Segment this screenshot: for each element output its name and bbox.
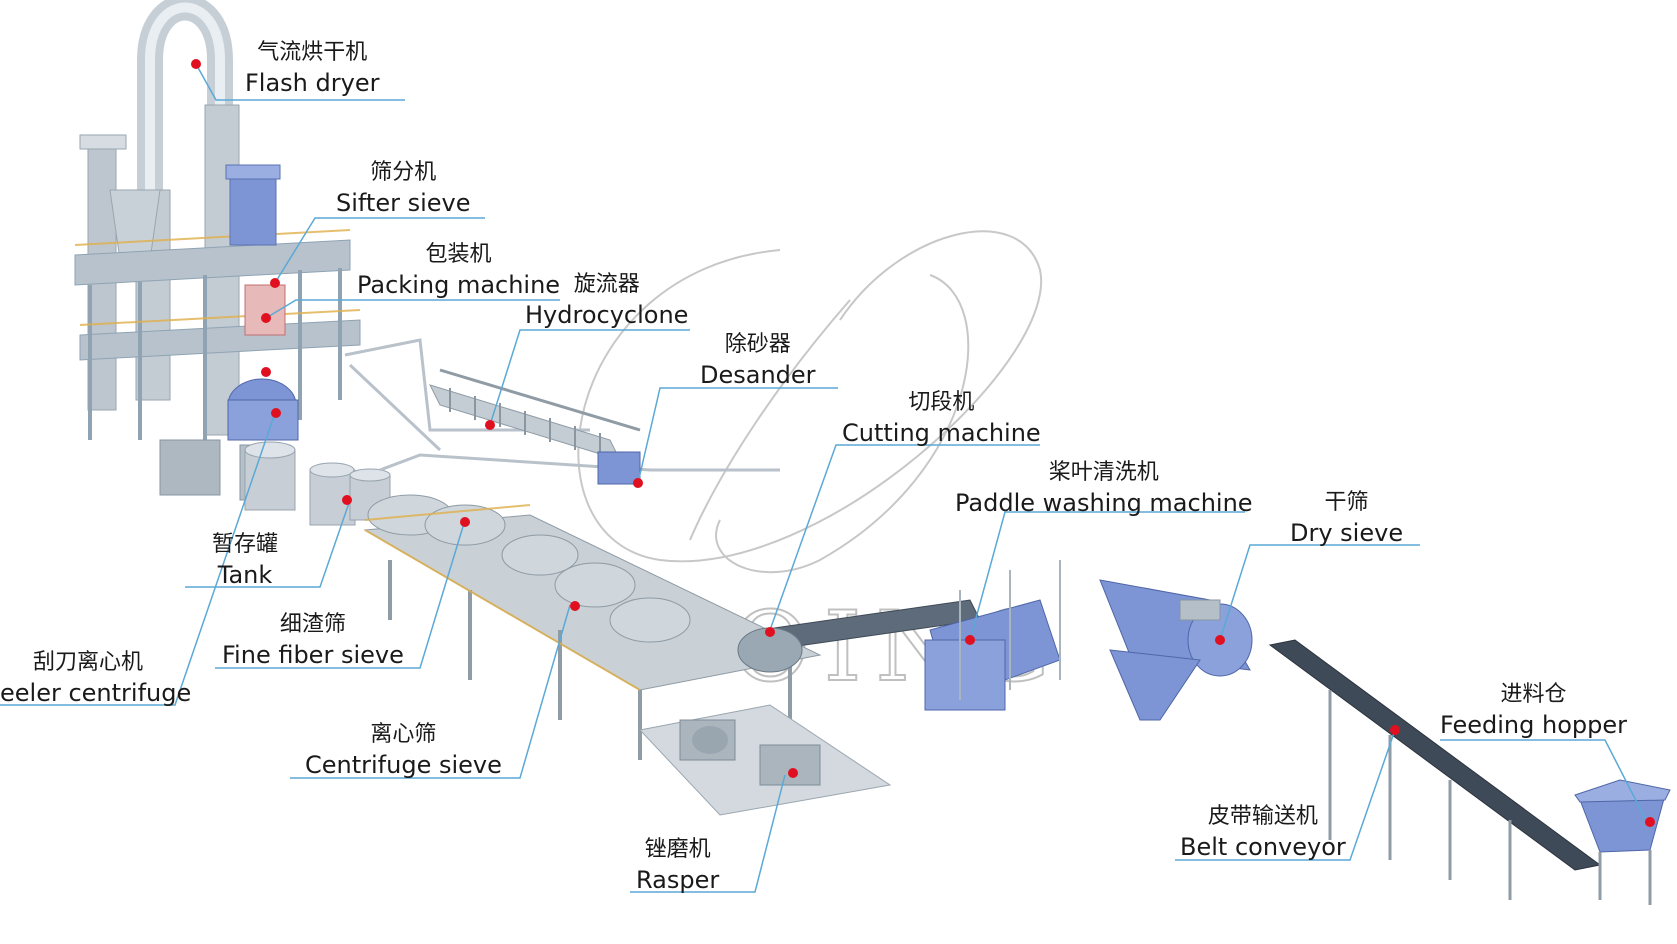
paddle-washer (924, 560, 1061, 711)
label-cutting-machine: 切段机 Cutting machine (842, 388, 1041, 448)
label-dry-sieve: 干筛 Dry sieve (1290, 488, 1403, 548)
marker-fine-fiber-sieve (460, 517, 470, 527)
label-paddle-washing-machine: 桨叶清洗机 Paddle washing machine (955, 458, 1253, 518)
sieve-platform (363, 494, 822, 760)
marker-cutting-machine (765, 627, 775, 637)
label-feeding-hopper: 进料仓 Feeding hopper (1440, 680, 1627, 740)
label-cutting-machine-zh: 切段机 (908, 390, 975, 415)
marker-feeding-hopper (1645, 817, 1655, 827)
label-belt-conveyor-zh: 皮带输送机 (1207, 804, 1318, 829)
leader-fine-fiber-sieve (215, 519, 466, 669)
marker-desander (633, 478, 643, 488)
label-centrifuge-sieve-zh: 离心筛 (370, 722, 437, 747)
label-sifter-sieve-en: Sifter sieve (336, 189, 471, 217)
leader-belt-conveyor (1175, 729, 1396, 861)
label-flash-dryer-en: Flash dryer (245, 69, 380, 97)
marker-sifter-sieve (270, 278, 280, 288)
leader-tank (185, 499, 351, 588)
label-centrifuge-sieve-en: Centrifuge sieve (305, 751, 502, 779)
marker-tank-upper (261, 367, 271, 377)
label-sifter-sieve-zh: 筛分机 (370, 160, 437, 185)
dry-sieve-drum (1099, 579, 1253, 721)
label-fine-fiber-sieve: 细渣筛 Fine fiber sieve (222, 610, 404, 670)
label-tank-zh: 暂存罐 (212, 532, 279, 557)
leader-sifter-sieve (274, 217, 485, 284)
leader-feeding-hopper (1440, 739, 1648, 823)
rasper-base (639, 704, 892, 816)
flash-dryer-tower (74, 0, 361, 501)
label-desander-en: Desander (700, 361, 816, 389)
leader-paddle-washing-machine (969, 511, 1245, 641)
label-paddle-washing-machine-zh: 桨叶清洗机 (1048, 460, 1159, 485)
label-packing-machine-zh: 包装机 (425, 242, 492, 267)
label-peeler-centrifuge: 刮刀离心机 eeler centrifuge (0, 648, 192, 708)
label-flash-dryer-zh: 气流烘干机 (257, 40, 368, 65)
leader-dry-sieve (1219, 544, 1420, 641)
leader-cutting-machine (769, 444, 1040, 631)
hydrocyclone-unit (429, 368, 641, 485)
marker-dry-sieve (1215, 635, 1225, 645)
feeding-hopper-unit (1574, 779, 1671, 905)
marker-belt-conveyor (1390, 725, 1400, 735)
label-peeler-centrifuge-zh: 刮刀离心机 (32, 650, 143, 675)
marker-tank (342, 495, 352, 505)
label-desander-zh: 除砂器 (724, 332, 791, 357)
label-peeler-centrifuge-en: eeler centrifuge (0, 679, 192, 707)
label-hydrocyclone-zh: 旋流器 (573, 272, 640, 297)
leader-desander (637, 387, 838, 484)
process-pipes (344, 338, 780, 472)
label-centrifuge-sieve: 离心筛 Centrifuge sieve (305, 720, 502, 780)
label-dry-sieve-zh: 干筛 (1324, 490, 1369, 515)
label-paddle-washing-machine-en: Paddle washing machine (955, 489, 1253, 517)
label-rasper: 锉磨机 Rasper (636, 835, 719, 895)
leader-rasper (630, 774, 786, 893)
leader-packing-machine (265, 299, 560, 319)
marker-flash-dryer (191, 59, 201, 69)
marker-rasper (788, 768, 798, 778)
label-rasper-en: Rasper (636, 866, 720, 894)
label-flash-dryer: 气流烘干机 Flash dryer (245, 38, 379, 98)
marker-packing-machine (261, 313, 271, 323)
label-fine-fiber-sieve-en: Fine fiber sieve (222, 641, 404, 669)
label-dry-sieve-en: Dry sieve (1290, 519, 1404, 547)
leader-flash-dryer (195, 63, 405, 101)
label-packing-machine-en: Packing machine (357, 271, 561, 299)
label-hydrocyclone-en: Hydrocyclone (525, 301, 689, 329)
label-sifter-sieve: 筛分机 Sifter sieve (336, 158, 471, 218)
label-belt-conveyor: 皮带输送机 Belt conveyor (1180, 802, 1346, 862)
label-fine-fiber-sieve-zh: 细渣筛 (279, 612, 346, 637)
markers (191, 59, 1655, 827)
marker-paddle-washing-machine (965, 635, 975, 645)
marker-hydrocyclone (485, 420, 495, 430)
label-hydrocyclone: 旋流器 Hydrocyclone (525, 270, 688, 330)
label-feeding-hopper-zh: 进料仓 (1500, 682, 1567, 707)
label-belt-conveyor-en: Belt conveyor (1180, 833, 1346, 861)
label-tank: 暂存罐 Tank (212, 530, 278, 590)
marker-centrifuge-sieve (570, 601, 580, 611)
label-rasper-zh: 锉磨机 (644, 837, 711, 862)
leader-hydrocyclone (489, 329, 690, 426)
marker-peeler-centrifuge (271, 408, 281, 418)
label-packing-machine: 包装机 Packing machine (357, 240, 560, 300)
label-tank-en: Tank (217, 561, 273, 589)
leader-centrifuge-sieve (290, 604, 571, 779)
label-desander: 除砂器 Desander (700, 330, 816, 390)
watermark-logo (577, 230, 1043, 574)
leader-peeler-centrifuge (0, 409, 277, 706)
label-feeding-hopper-en: Feeding hopper (1440, 711, 1627, 739)
label-cutting-machine-en: Cutting machine (842, 419, 1041, 447)
leader-lines (0, 63, 1648, 893)
